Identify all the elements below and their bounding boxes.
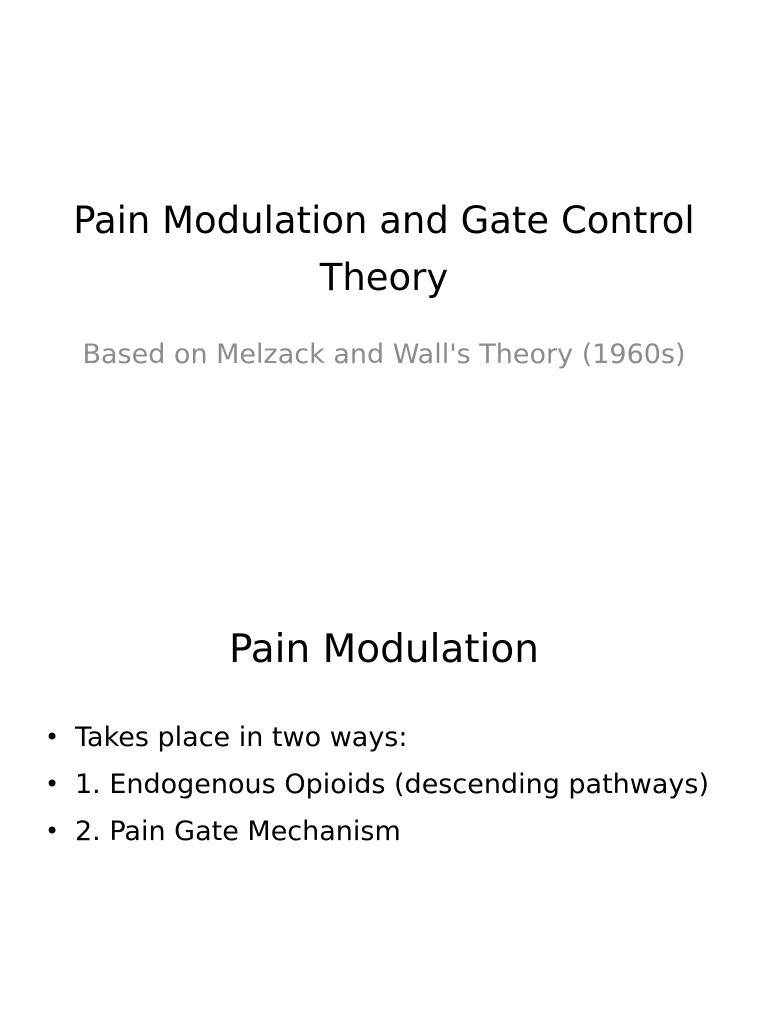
bullet-text: Takes place in two ways: [75,722,408,753]
bullet-item: • Takes place in two ways: [40,714,740,761]
bullet-dot-icon: • [45,723,60,751]
slide-1-title: Pain Modulation and Gate Control Theory [73,199,695,299]
bullet-list: • Takes place in two ways: • 1. Endogeno… [40,714,740,855]
slide-1: Pain Modulation and Gate Control Theory … [73,199,695,370]
slide-2-title: Pain Modulation [228,627,540,672]
bullet-text: 2. Pain Gate Mechanism [75,816,401,847]
bullet-dot-icon: • [45,817,60,845]
bullet-item: • 1. Endogenous Opioids (descending path… [40,761,740,808]
bullet-text: 1. Endogenous Opioids (descending pathwa… [75,769,709,800]
bullet-item: • 2. Pain Gate Mechanism [40,808,740,855]
bullet-dot-icon: • [45,770,60,798]
slide-2: Pain Modulation • Takes place in two way… [0,512,768,1024]
slide-1-subtitle: Based on Melzack and Wall's Theory (1960… [82,339,686,370]
